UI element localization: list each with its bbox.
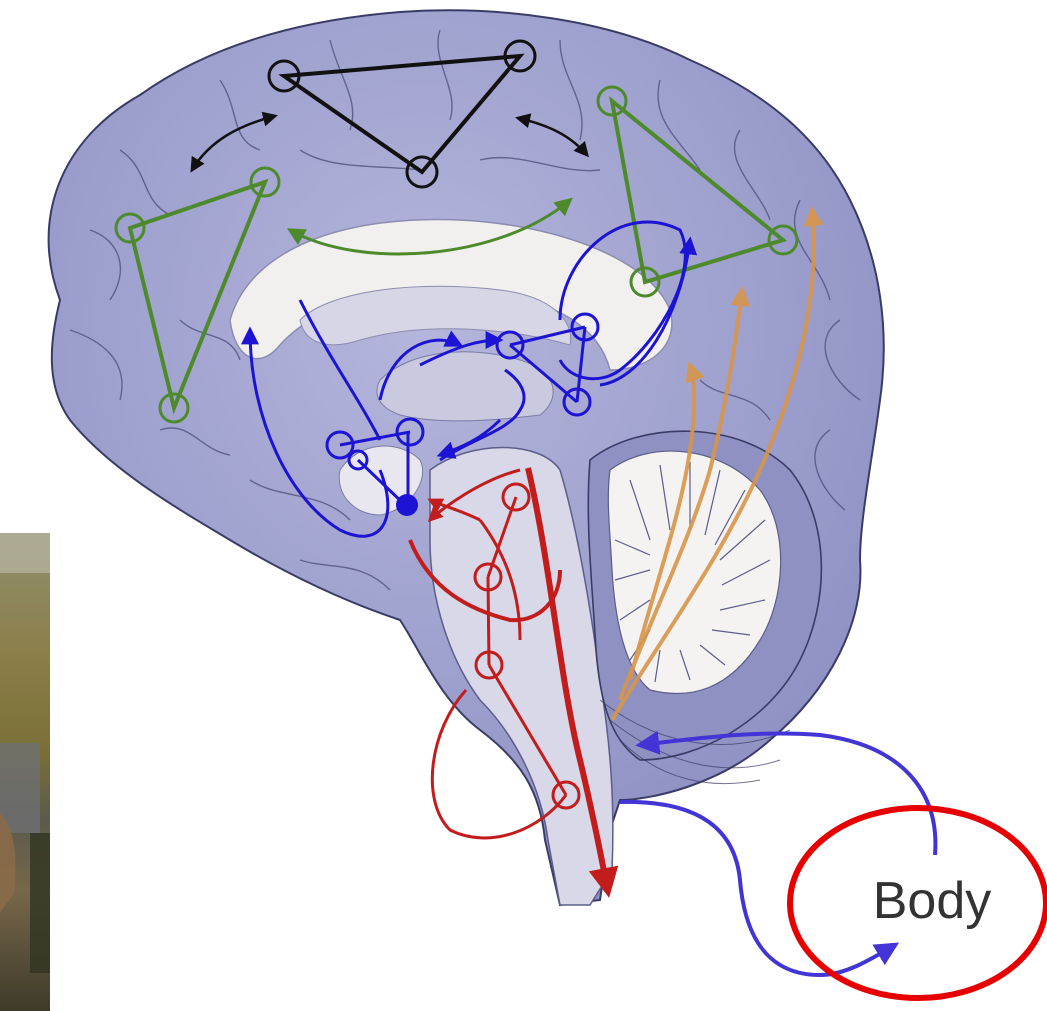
body-callout: Body: [790, 808, 1046, 998]
body-label: Body: [873, 872, 992, 930]
blue-node-filled: [396, 494, 418, 516]
brain-illustration: [49, 10, 884, 905]
brain-to-body-arrow: [620, 802, 895, 975]
